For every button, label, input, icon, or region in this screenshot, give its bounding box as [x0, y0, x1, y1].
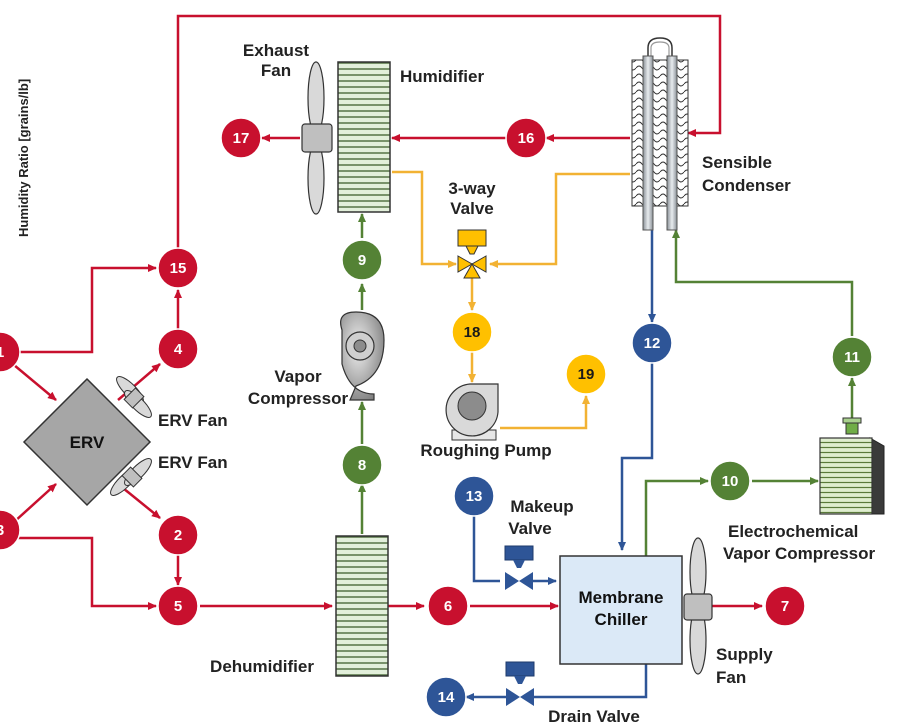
- svg-text:12: 12: [644, 335, 661, 352]
- sensible-condenser-label-2: Condenser: [702, 176, 791, 195]
- node-3: 3: [0, 509, 21, 551]
- exhaust-fan-label-2: Fan: [261, 61, 291, 80]
- node-9: 9: [341, 239, 383, 281]
- sensible-condenser: [631, 37, 689, 231]
- svg-text:6: 6: [444, 598, 452, 615]
- node-14: 14: [425, 676, 467, 718]
- humidifier: [337, 61, 391, 213]
- vapor-compressor-label: Vapor: [274, 367, 322, 386]
- node-13: 13: [453, 475, 495, 517]
- sensible-condenser-label: Sensible: [702, 153, 772, 172]
- makeup-valve-label-2: Valve: [508, 519, 552, 538]
- drain-valve-label: Drain Valve: [548, 707, 640, 726]
- node-16: 16: [505, 117, 547, 159]
- svg-text:4: 4: [174, 341, 183, 358]
- drain-valve-icon: [505, 661, 535, 706]
- svg-text:16: 16: [518, 130, 535, 147]
- exhaust-fan-label: Exhaust: [243, 41, 309, 60]
- node-4: 4: [157, 328, 199, 370]
- three-way-valve-icon: [457, 229, 487, 279]
- dehumidifier-label: Dehumidifier: [210, 657, 314, 676]
- evc-label: Electrochemical: [728, 522, 858, 541]
- y-axis-label: Humidity Ratio [grains/lb]: [16, 79, 31, 237]
- exhaust-fan-icon: [301, 61, 333, 215]
- blue-flow-lines: [465, 230, 656, 701]
- node-2: 2: [157, 514, 199, 556]
- erv-fan-bottom-label: ERV Fan: [158, 453, 228, 472]
- supply-fan-label: Supply: [716, 645, 773, 664]
- humidifier-label: Humidifier: [400, 67, 484, 86]
- roughing-pump-label: Roughing Pump: [420, 441, 551, 460]
- node-6: 6: [427, 585, 469, 627]
- dehumidifier: [335, 535, 389, 677]
- node-10: 10: [709, 460, 751, 502]
- erv-fan-top-label: ERV Fan: [158, 411, 228, 430]
- green-flow-lines: [358, 213, 856, 556]
- erv-label: ERV: [70, 433, 105, 452]
- svg-text:8: 8: [358, 457, 366, 474]
- evc-label-2: Vapor Compressor: [723, 544, 875, 563]
- erv-unit: [22, 377, 152, 507]
- node-15: 15: [157, 247, 199, 289]
- svg-text:18: 18: [464, 324, 481, 341]
- svg-text:5: 5: [174, 598, 182, 615]
- svg-text:11: 11: [844, 349, 860, 366]
- svg-text:14: 14: [438, 689, 455, 706]
- node-11: 11: [831, 336, 873, 378]
- vapor-compressor-icon: [340, 311, 385, 401]
- node-17: 17: [220, 117, 262, 159]
- erv-fan-bottom-icon: [110, 458, 152, 496]
- makeup-valve-icon: [504, 545, 534, 590]
- roughing-pump-icon: [445, 383, 499, 441]
- red-flow-lines: [13, 14, 763, 610]
- supply-fan-icon: [683, 537, 713, 675]
- supply-fan-label-2: Fan: [716, 668, 746, 687]
- yellow-flow-lines: [392, 170, 630, 430]
- svg-text:2: 2: [174, 527, 182, 544]
- svg-text:9: 9: [358, 252, 366, 269]
- node-circles: 1 2 3 4 5 6 7 8 9 10 11 12 13 14 15 16 1…: [0, 117, 873, 718]
- node-7: 7: [764, 585, 806, 627]
- node-18: 18: [451, 311, 493, 353]
- erv-fan-top-icon: [116, 376, 152, 418]
- node-8: 8: [341, 444, 383, 486]
- node-1: 1: [0, 331, 21, 373]
- vapor-compressor-label-2: Compressor: [248, 389, 349, 408]
- three-way-valve-label-2: Valve: [450, 199, 494, 218]
- svg-text:19: 19: [578, 366, 595, 383]
- svg-text:15: 15: [170, 260, 187, 277]
- electrochemical-vapor-compressor: [819, 417, 885, 515]
- membrane-chiller-label-2: Chiller: [595, 610, 648, 629]
- svg-text:13: 13: [466, 488, 483, 505]
- node-19: 19: [565, 353, 607, 395]
- three-way-valve-label: 3-way: [448, 179, 496, 198]
- svg-text:3: 3: [0, 522, 4, 539]
- membrane-chiller-label: Membrane: [578, 588, 663, 607]
- node-5: 5: [157, 585, 199, 627]
- svg-text:17: 17: [233, 130, 250, 147]
- membrane-chiller: [559, 555, 683, 665]
- node-12: 12: [631, 322, 673, 364]
- svg-text:7: 7: [781, 598, 789, 615]
- svg-text:10: 10: [722, 473, 739, 490]
- svg-text:1: 1: [0, 344, 4, 361]
- makeup-valve-label: Makeup: [510, 497, 573, 516]
